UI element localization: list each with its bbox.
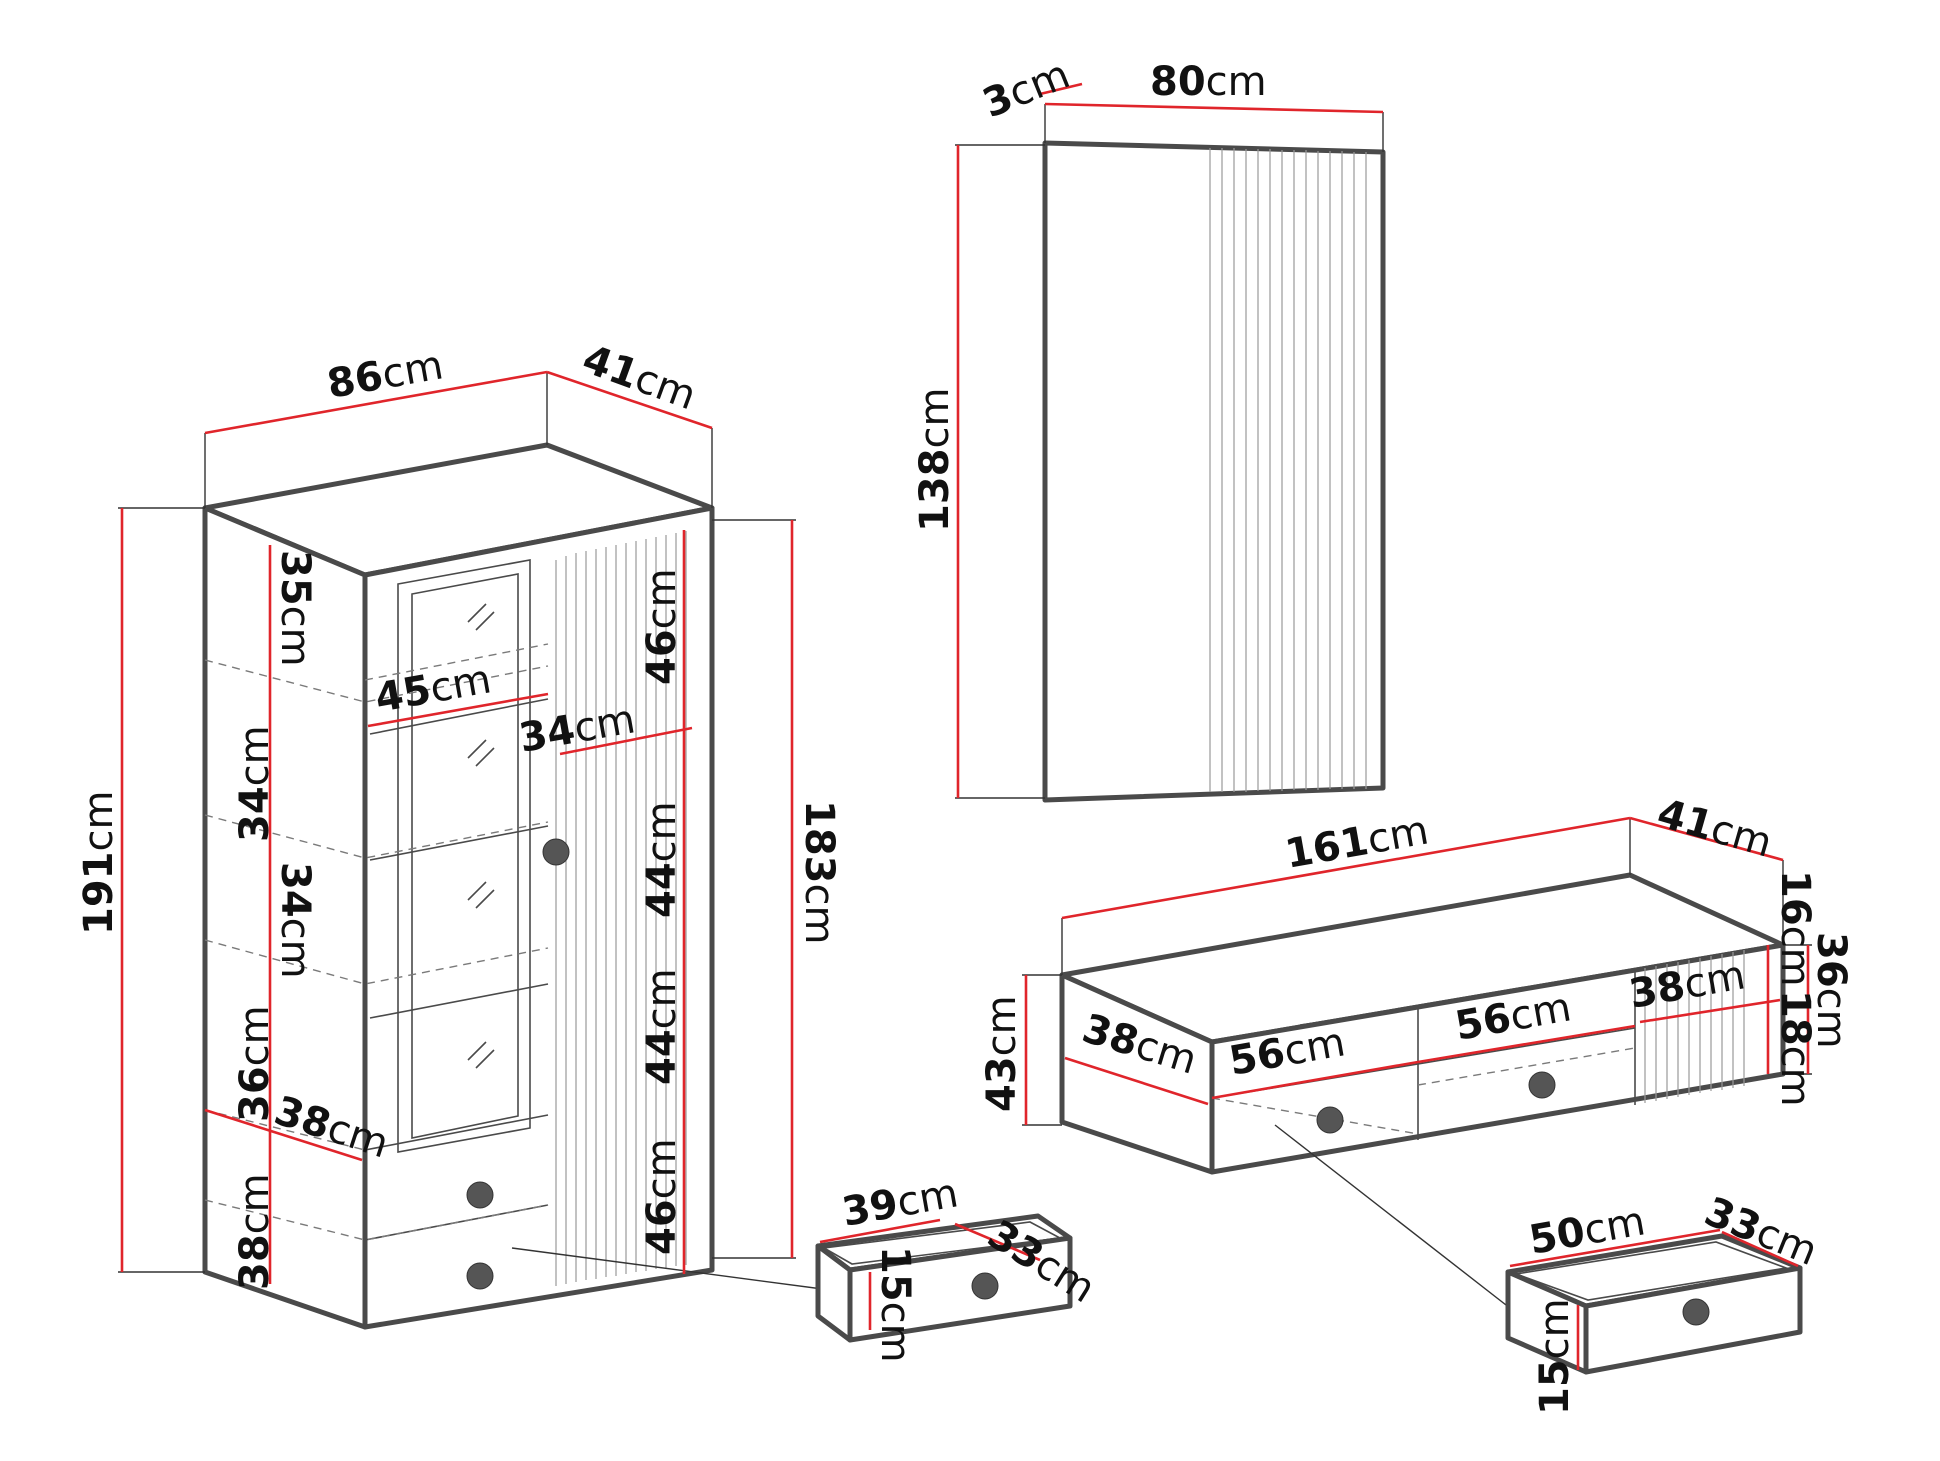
cabinet-inner-height-label: 183cm	[796, 800, 842, 944]
tv-unit-right-total-label: 36cm	[1808, 932, 1854, 1049]
drawer-knob-icon	[1682, 1298, 1710, 1326]
cabinet-right-depth-label: 34cm	[516, 696, 639, 762]
cabinet-drawer-width-label: 39cm	[839, 1170, 962, 1236]
cabinet-shelf-2-label: 34cm	[232, 725, 278, 842]
cabinet-right-section-1-label: 46cm	[639, 568, 685, 685]
tv-unit-drawer-depth-b-label: 56cm	[1452, 984, 1575, 1050]
cabinet-right-section-4-label: 46cm	[639, 1138, 685, 1255]
cabinet-right-section-2-label: 44cm	[639, 801, 685, 918]
cabinet-drawer-drawing	[815, 1213, 1073, 1343]
mirror-height-label: 138cm	[912, 388, 958, 532]
cabinet-height-label: 191cm	[76, 791, 122, 935]
tv-unit-ribs	[1644, 950, 1745, 1103]
mirror-width-label: 80cm	[1150, 59, 1267, 105]
cabinet-width-label: 86cm	[324, 342, 447, 408]
door-knob-icon	[542, 838, 570, 866]
tv-unit-right-depth-label: 38cm	[1626, 952, 1749, 1018]
tv-drawer-drawing	[1505, 1228, 1803, 1375]
mirror-ribs	[1209, 148, 1367, 792]
tv-unit-drawing	[1022, 816, 1812, 1313]
cabinet-drawer-height-label: 15cm	[872, 1246, 918, 1363]
drawer-knob-icon	[971, 1272, 999, 1300]
tv-unit-right-bottom-label: 18cm	[1772, 990, 1818, 1107]
tv-drawer-height-label: 15cm	[1532, 1298, 1578, 1415]
tv-unit-drawer-depth-a-label: 56cm	[1226, 1019, 1349, 1085]
cabinet-shelf-5-label: 38cm	[232, 1173, 278, 1290]
drawer-knob-icon	[466, 1262, 494, 1290]
mirror-drawing	[955, 82, 1386, 803]
cabinet-shelf-depth-top-label: 45cm	[372, 656, 495, 722]
cabinet-shelf-3-label: 34cm	[272, 862, 318, 979]
drawer-knob-icon	[1316, 1106, 1344, 1134]
tv-unit-width-label: 161cm	[1282, 807, 1432, 877]
drawer-knob-icon	[466, 1181, 494, 1209]
cabinet-drawing	[118, 370, 831, 1330]
ribbed-panel	[555, 531, 687, 1286]
drawer-knob-icon	[1528, 1071, 1556, 1099]
tv-drawer-width-label: 50cm	[1526, 1198, 1649, 1264]
tv-unit-right-top-label: 16cm	[1772, 870, 1818, 987]
cabinet-shelf-1-label: 35cm	[272, 550, 318, 667]
cabinet-right-section-3-label: 44cm	[639, 968, 685, 1085]
cabinet-shelf-4-label: 36cm	[232, 1005, 278, 1122]
mirror-thickness-label: 3cm	[977, 51, 1077, 127]
tv-unit-height-label: 43cm	[979, 995, 1025, 1112]
tv-unit-depth-label: 41cm	[1652, 790, 1777, 866]
cabinet-depth-label: 41cm	[577, 336, 702, 419]
dimension-labels: 86cm 41cm 191cm 183cm 35cm 34cm 34cm 36c…	[76, 51, 1854, 1415]
